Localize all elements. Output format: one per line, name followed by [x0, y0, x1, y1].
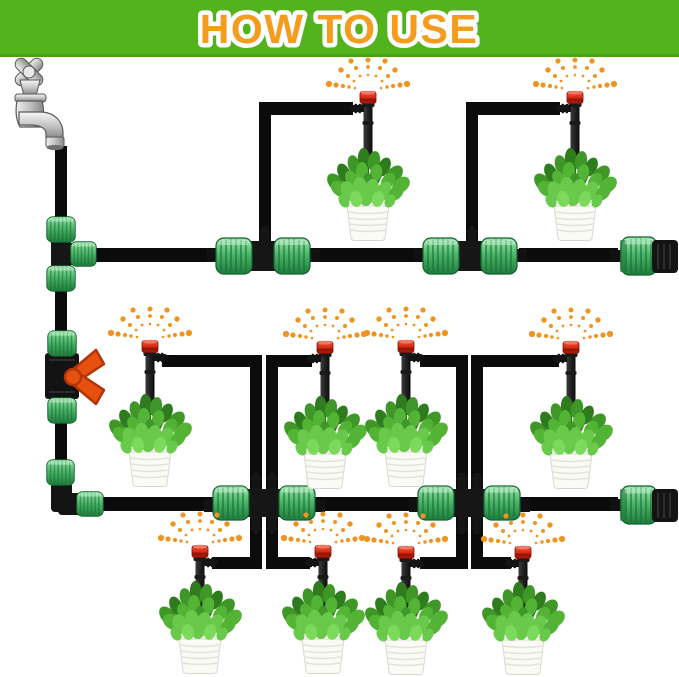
potted-plant [529, 146, 622, 242]
supply-pipe [55, 146, 67, 465]
potted-plant [525, 394, 618, 490]
banner: HOW TO USE [0, 0, 679, 57]
sprinkler-plant-unit [322, 57, 415, 242]
sprinkler-plant-unit [104, 306, 197, 488]
water-spray [363, 306, 449, 339]
coupling-row1-right [414, 226, 527, 275]
potted-plant [104, 392, 197, 488]
sprinkler-plant-unit [154, 511, 247, 675]
end-plug-line2 [610, 485, 678, 525]
sprinkler-plant-unit [360, 306, 453, 488]
valve-handle [63, 348, 106, 406]
potted-plant [322, 146, 415, 242]
potted-plant [477, 580, 570, 676]
four-way-coupling-left [204, 473, 325, 534]
water-spray [325, 57, 411, 90]
sprinkler-plant-unit [477, 512, 570, 676]
water-faucet [14, 57, 65, 151]
sprinkler-plant-unit [277, 511, 370, 675]
main-line-2 [101, 497, 618, 511]
shut-off-valve [45, 330, 106, 424]
faucet-handle [22, 65, 36, 79]
potted-plant [154, 579, 247, 675]
sprinkler-plant-unit [529, 57, 622, 242]
water-spray [107, 306, 193, 339]
four-way-coupling-right [409, 473, 530, 534]
potted-plant [277, 579, 370, 675]
branch-pipes-row2 [162, 355, 559, 490]
elbow-connector [46, 459, 104, 517]
coupling-row1-left [207, 226, 320, 275]
potted-plant [279, 394, 372, 490]
potted-plant [360, 392, 453, 488]
water-spray [532, 57, 618, 90]
branch-pipes-row1 [259, 102, 560, 242]
banner-title: HOW TO USE [200, 6, 478, 52]
sprinkler-plant-unit [525, 307, 618, 490]
sprinkler-plant-unit [279, 307, 372, 490]
end-plug-line1 [610, 236, 678, 276]
main-line-1 [95, 248, 618, 262]
tee-connector [46, 216, 97, 292]
water-spray [528, 307, 614, 340]
sprinkler-plant-unit [360, 512, 453, 676]
fittings [45, 216, 678, 534]
potted-plant [360, 580, 453, 676]
water-spray [282, 307, 368, 340]
